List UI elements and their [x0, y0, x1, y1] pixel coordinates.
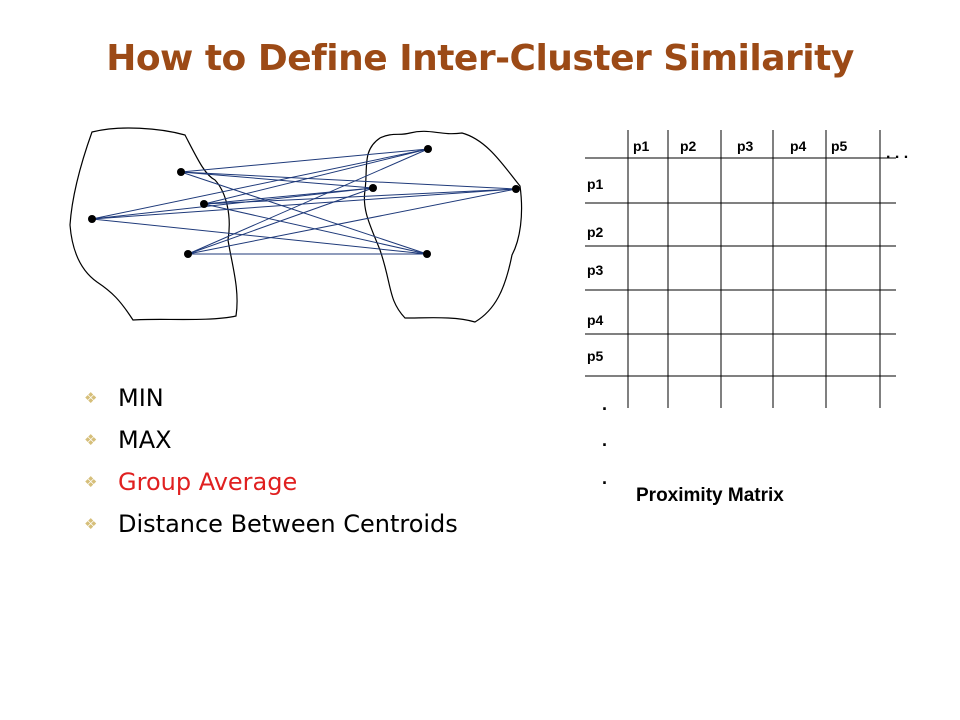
edge: [187, 188, 517, 255]
row-header-p5: p5: [587, 348, 604, 364]
edge: [180, 171, 517, 190]
bullet-item-max: ❖ MAX: [84, 419, 458, 461]
row-ellipsis-dot: .: [602, 430, 607, 450]
edge: [91, 148, 429, 220]
right-cluster-outline: [363, 130, 523, 323]
edge: [187, 148, 429, 255]
point: [512, 185, 520, 193]
edge: [187, 187, 374, 255]
left-cluster-outline: [69, 127, 238, 321]
bullet-item-centroids: ❖ Distance Between Centroids: [84, 503, 458, 545]
pairwise-edges: [91, 148, 517, 255]
edge: [91, 218, 428, 255]
bullet-label-highlighted: Group Average: [118, 468, 298, 496]
matrix-caption: Proximity Matrix: [636, 485, 784, 506]
point: [184, 250, 192, 258]
edge: [203, 188, 517, 205]
col-ellipsis: . . .: [886, 145, 908, 162]
col-header-p5: p5: [831, 138, 848, 154]
diamond-bullet-icon: ❖: [84, 473, 98, 491]
matrix-grid: [585, 130, 896, 408]
page-title: How to Define Inter-Cluster Similarity: [106, 38, 854, 79]
row-header-p4: p4: [587, 312, 604, 328]
edge: [180, 148, 429, 173]
bullet-label: MIN: [118, 384, 164, 412]
proximity-matrix: p1 p2 p3 p4 p5 . . . p1 p2 p3 p4 p5 . . …: [585, 130, 908, 506]
point: [423, 250, 431, 258]
bullet-item-min: ❖ MIN: [84, 377, 458, 419]
point: [369, 184, 377, 192]
col-header-p3: p3: [737, 138, 754, 154]
col-header-p1: p1: [633, 138, 650, 154]
diamond-bullet-icon: ❖: [84, 389, 98, 407]
row-header-p2: p2: [587, 224, 604, 240]
point: [88, 215, 96, 223]
point: [177, 168, 185, 176]
edge: [203, 187, 374, 205]
edge: [203, 148, 429, 205]
edge: [91, 188, 517, 220]
bullet-label: Distance Between Centroids: [118, 510, 458, 538]
row-header-p3: p3: [587, 262, 604, 278]
row-ellipsis-dot: .: [602, 394, 607, 414]
diamond-bullet-icon: ❖: [84, 431, 98, 449]
col-header-p2: p2: [680, 138, 697, 154]
bullet-item-group-average: ❖ Group Average: [84, 461, 458, 503]
row-ellipsis-dot: .: [602, 468, 607, 488]
point: [424, 145, 432, 153]
col-header-p4: p4: [790, 138, 807, 154]
diamond-bullet-icon: ❖: [84, 515, 98, 533]
row-header-p1: p1: [587, 176, 604, 192]
point: [200, 200, 208, 208]
bullet-label: MAX: [118, 426, 172, 454]
cluster-points: [88, 145, 520, 258]
bullet-list: ❖ MIN ❖ MAX ❖ Group Average ❖ Distance B…: [84, 377, 458, 545]
